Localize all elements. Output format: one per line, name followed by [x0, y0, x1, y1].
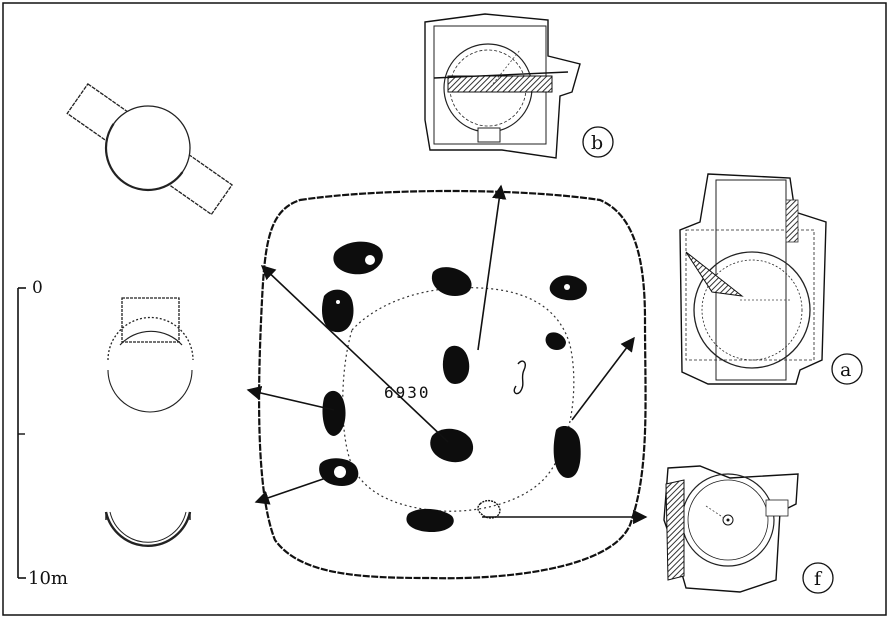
plan-left-partial-circle [104, 511, 192, 547]
inset-f-plan: f [663, 465, 834, 594]
direction-arrows [246, 184, 648, 525]
plan-left-circle-with-porch [107, 297, 194, 413]
post-hole [431, 267, 472, 296]
plan-top-left-circle-with-wings [66, 83, 233, 216]
inner-dotted-ring [342, 287, 575, 512]
inset-a-plan: a [679, 173, 863, 385]
excavation-boundary [257, 189, 647, 580]
post-hole [545, 332, 566, 350]
arrow-to-top-left [260, 265, 449, 443]
arrow-to-left-middle [246, 385, 335, 411]
post-hole [406, 508, 454, 532]
inset-f-label-circle [802, 562, 834, 594]
arrow-to-a [571, 336, 635, 421]
small-pit-feature [513, 360, 527, 395]
inset-f-label: f [814, 568, 823, 590]
post-hole [553, 426, 581, 478]
center-label: 6930 [384, 383, 431, 402]
post-hole [442, 345, 470, 384]
scale-bar: 0 10m [17, 278, 68, 589]
inset-b-label: b [591, 132, 603, 154]
scale-top-label: 0 [32, 278, 43, 298]
post-hole [430, 428, 474, 463]
arrow-to-left-bottom [254, 477, 327, 505]
small-pit-feature [477, 499, 501, 519]
scale-bottom-label: 10m [28, 568, 68, 589]
inset-b-plan: b [424, 13, 614, 159]
inset-b-label-circle [582, 126, 614, 158]
post-hole [333, 241, 383, 275]
inset-a-label-circle [831, 353, 863, 385]
post-hole [321, 289, 354, 333]
arrow-to-b [477, 184, 507, 351]
inset-a-label: a [840, 359, 851, 381]
post-hole [322, 390, 346, 436]
central-excavation-plan: 6930 [246, 184, 648, 580]
